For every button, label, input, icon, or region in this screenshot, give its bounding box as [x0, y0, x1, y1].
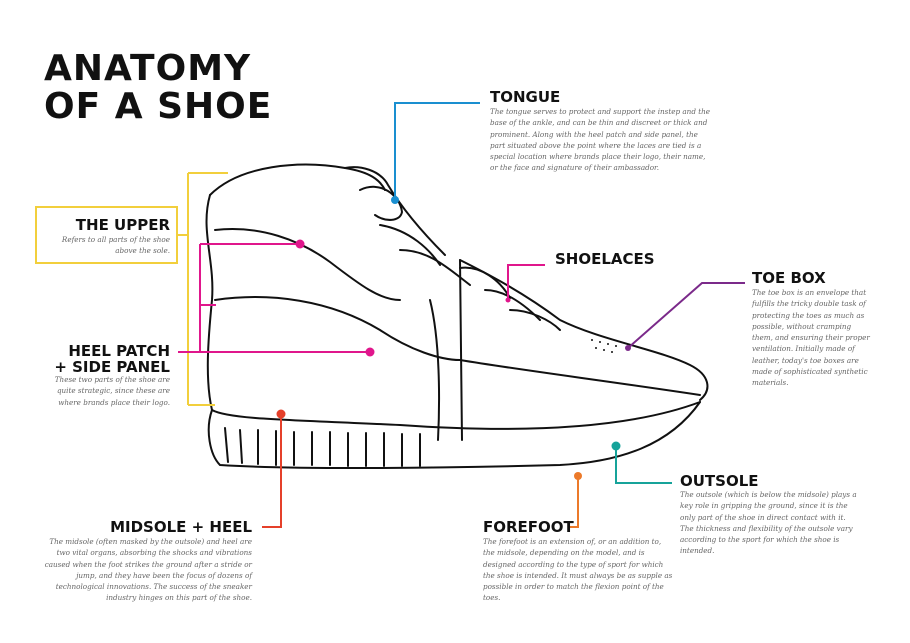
shoe-outline: [205, 163, 709, 470]
outsole-text: The outsole (which is below the midsole)…: [680, 490, 857, 556]
outsole-dot: [611, 441, 621, 451]
side-panel-dot: [365, 347, 375, 357]
outsole-leader: [615, 446, 672, 484]
page-title: ANATOMY OF A SHOE: [44, 50, 272, 126]
title-line-1: ANATOMY: [44, 48, 252, 89]
heel-patch-dot: [295, 239, 305, 249]
toe-perforations: [591, 339, 617, 353]
tongue-text: The tongue serves to protect and support…: [490, 107, 710, 173]
heel-patch-text: These two parts of the shoe are quite st…: [54, 375, 170, 407]
upper-heading: THE UPPER: [75, 216, 170, 234]
toe-box-text: The toe box is an envelope that fulfills…: [752, 288, 870, 388]
midsole-dot: [276, 409, 286, 419]
heel-patch-heading: HEEL PATCH + SIDE PANEL: [30, 343, 170, 375]
tongue-dot: [391, 196, 399, 204]
title-line-2: OF A SHOE: [44, 86, 273, 127]
heel-patch-heading-line1: HEEL PATCH: [68, 342, 170, 360]
midsole-leader: [262, 414, 282, 528]
heel-patch-leader: [178, 243, 545, 353]
midsole-text: The midsole (often masked by the outsole…: [44, 537, 252, 603]
forefoot-dot: [574, 472, 582, 480]
heel-patch-heading-line2: + SIDE PANEL: [54, 358, 170, 376]
toe-box-dot: [625, 345, 631, 351]
outsole-heading: OUTSOLE: [680, 472, 759, 490]
tongue-leader: [394, 102, 480, 200]
upper-leader: [176, 172, 228, 406]
toe-box-heading: TOE BOX: [752, 269, 826, 287]
toe-box-leader: [627, 282, 745, 349]
forefoot-heading: FOREFOOT: [483, 518, 574, 536]
forefoot-text: The forefoot is an extension of, or an a…: [483, 537, 673, 603]
upper-text: Refers to all parts of the shoe above th…: [61, 235, 170, 256]
shoelaces-heading: SHOELACES: [555, 250, 655, 268]
upper-box: [35, 206, 178, 264]
shoelaces-dot: [505, 297, 511, 303]
tongue-heading: TONGUE: [490, 88, 561, 106]
midsole-heading: MIDSOLE + HEEL: [110, 518, 252, 536]
forefoot-leader: [570, 476, 579, 528]
